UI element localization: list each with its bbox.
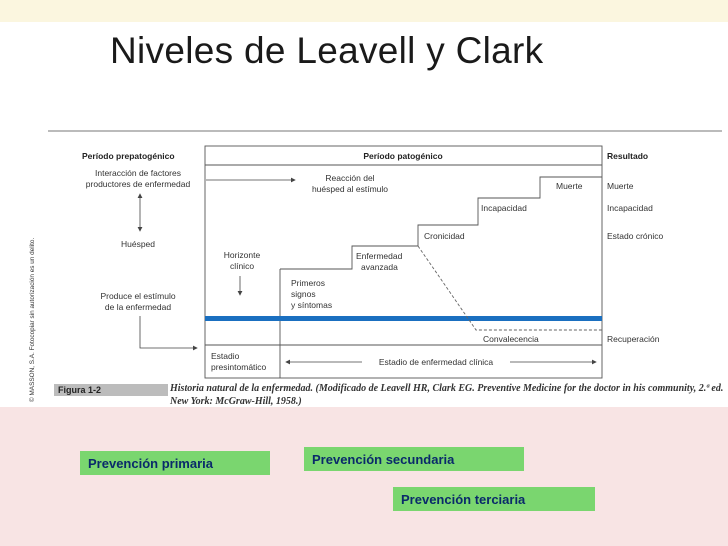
estadio-line-2: presintomático xyxy=(211,362,267,372)
interaccion-line-1: Interacción de factores xyxy=(95,168,181,178)
prevencion-terciaria-label: Prevención terciaria xyxy=(393,487,595,511)
produce-line-2: de la enfermedad xyxy=(105,302,171,312)
outcome-incapacidad: Incapacidad xyxy=(607,203,653,213)
outcome-recuperacion: Recuperación xyxy=(607,334,660,344)
header-prepatogenico: Período prepatogénico xyxy=(82,151,175,161)
stage-incapacidad: Incapacidad xyxy=(481,203,527,213)
stage-primeros-1: Primeros xyxy=(291,278,325,288)
reaccion-line-1: Reacción del xyxy=(325,173,374,183)
clinica-label: Estadio de enfermedad clínica xyxy=(379,357,494,367)
reaccion-line-2: huésped al estímulo xyxy=(312,184,388,194)
slide-title: Niveles de Leavell y Clark xyxy=(110,30,544,71)
estadio-line-1: Estadio xyxy=(211,351,240,361)
recovery-dashed-line xyxy=(417,245,602,331)
top-band xyxy=(0,0,728,22)
bottom-band xyxy=(0,407,728,546)
arrow-stimulus xyxy=(139,316,198,351)
outcome-muerte: Muerte xyxy=(607,181,634,191)
stage-primeros-2: signos xyxy=(291,289,316,299)
stage-avanzada-2: avanzada xyxy=(361,262,398,272)
stage-cronicidad: Cronicidad xyxy=(424,231,465,241)
header-resultado: Resultado xyxy=(607,151,648,161)
pathogenic-frame xyxy=(204,145,603,379)
prevencion-primaria-label: Prevención primaria xyxy=(80,451,270,475)
horizonte-line-2: clínico xyxy=(230,261,254,271)
stage-primeros-3: y síntomas xyxy=(291,300,332,310)
stage-avanzada-1: Enfermedad xyxy=(356,251,403,261)
stage-convalecencia: Convalecencia xyxy=(483,334,539,344)
horizonte-line-1: Horizonte xyxy=(224,250,261,260)
outcome-cronico: Estado crónico xyxy=(607,231,663,241)
stage-muerte: Muerte xyxy=(556,181,583,191)
huesped-label: Huésped xyxy=(121,239,155,249)
figure-caption: Historia natural de la enfermedad. (Modi… xyxy=(170,383,724,407)
horizon-band xyxy=(205,316,602,321)
header-patogenico: Período patogénico xyxy=(363,151,442,161)
figure-label: Figura 1-2 xyxy=(54,384,168,396)
interaccion-line-2: productores de enfermedad xyxy=(86,179,191,189)
prevencion-secundaria-label: Prevención secundaria xyxy=(304,447,524,471)
disease-staircase xyxy=(280,176,602,270)
produce-line-1: Produce el estímulo xyxy=(100,291,175,301)
